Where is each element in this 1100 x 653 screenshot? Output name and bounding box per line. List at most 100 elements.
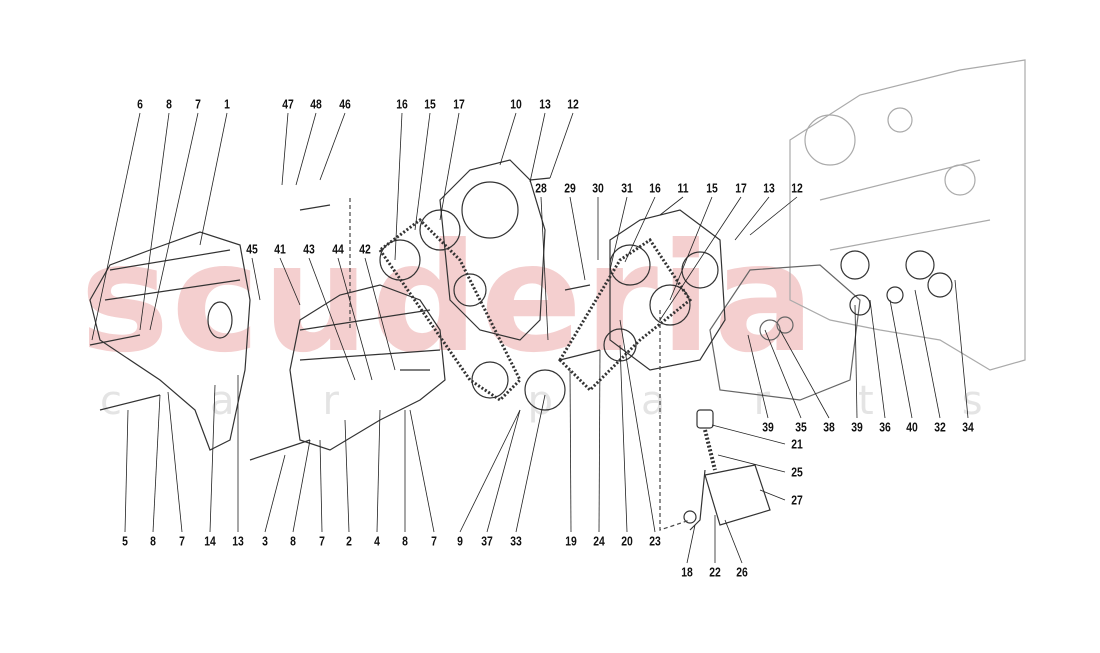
leader-line-32: [914, 289, 941, 419]
leader-line-35: [764, 329, 802, 419]
leader-line-13: [734, 196, 770, 241]
callout-43: 43: [303, 241, 315, 257]
callout-26: 26: [736, 564, 748, 580]
leader-line-8: [292, 439, 311, 533]
callout-7: 7: [431, 533, 437, 549]
leader-line-41: [279, 257, 301, 306]
leader-line-10: [499, 112, 517, 166]
leader-line-7: [319, 439, 323, 533]
callout-39: 39: [851, 419, 863, 435]
leader-line-21: [711, 424, 786, 445]
leader-lines: [91, 112, 969, 564]
callout-8: 8: [290, 533, 296, 549]
callout-8: 8: [402, 533, 408, 549]
leader-line-39: [747, 334, 769, 419]
callout-47: 47: [282, 96, 294, 112]
leader-line-24: [598, 349, 601, 533]
cover-10: [439, 159, 546, 341]
callout-8: 8: [150, 533, 156, 549]
leader-line-20: [619, 344, 628, 533]
leader-line-37: [486, 409, 521, 533]
leader-line-26: [724, 519, 743, 564]
callout-20: 20: [621, 533, 633, 549]
callout-48: 48: [310, 96, 322, 112]
callout-36: 36: [879, 419, 891, 435]
callout-33: 33: [510, 533, 522, 549]
leader-line-18: [686, 524, 696, 564]
leader-line-9: [459, 409, 521, 533]
leader-line-17: [659, 196, 742, 321]
leader-line-5: [124, 409, 129, 533]
leader-line-6: [91, 112, 141, 341]
watermark-brand: scuderia: [80, 212, 817, 386]
callout-17: 17: [453, 96, 465, 112]
callout-41: 41: [274, 241, 286, 257]
leader-line-15: [414, 112, 431, 231]
leader-line-33: [515, 394, 546, 533]
callout-16: 16: [649, 180, 661, 196]
callout-37: 37: [481, 533, 493, 549]
callout-39: 39: [762, 419, 774, 435]
callout-13: 13: [763, 180, 775, 196]
leader-line-7: [409, 409, 435, 533]
callout-34: 34: [962, 419, 974, 435]
leader-line-7: [149, 112, 199, 331]
callout-7: 7: [319, 533, 325, 549]
leader-line-14: [209, 384, 216, 533]
callout-5: 5: [122, 533, 128, 549]
callout-9: 9: [457, 533, 463, 549]
callout-17: 17: [735, 180, 747, 196]
leader-line-16: [394, 112, 403, 261]
callout-22: 22: [709, 564, 721, 580]
callout-14: 14: [204, 533, 216, 549]
leader-line-2: [344, 419, 350, 533]
leader-line-13: [529, 112, 546, 183]
callout-12: 12: [567, 96, 579, 112]
leader-line-12: [549, 112, 574, 179]
leader-line-47: [281, 112, 289, 186]
callout-24: 24: [593, 533, 605, 549]
timing-belt-right: [558, 237, 693, 393]
callout-38: 38: [823, 419, 835, 435]
callout-18: 18: [681, 564, 693, 580]
callout-21: 21: [791, 436, 803, 452]
leader-line-4: [376, 409, 381, 533]
callout-25: 25: [791, 464, 803, 480]
callout-16: 16: [396, 96, 408, 112]
callout-11: 11: [677, 180, 689, 196]
leader-line-34: [954, 279, 969, 419]
callout-27: 27: [791, 492, 803, 508]
callout-6: 6: [137, 96, 143, 112]
callout-13: 13: [539, 96, 551, 112]
callout-31: 31: [621, 180, 633, 196]
callout-2: 2: [346, 533, 352, 549]
cover-2: [289, 284, 446, 451]
callout-13: 13: [232, 533, 244, 549]
callout-19: 19: [565, 533, 577, 549]
callout-15: 15: [424, 96, 436, 112]
callout-35: 35: [795, 419, 807, 435]
leader-line-11: [659, 196, 684, 216]
callout-46: 46: [339, 96, 351, 112]
leader-line-44: [337, 257, 373, 381]
callout-28: 28: [535, 180, 547, 196]
callout-7: 7: [179, 533, 185, 549]
callout-42: 42: [359, 241, 371, 257]
leader-line-15: [669, 196, 713, 301]
engine-block: [789, 59, 1026, 371]
leader-line-40: [889, 299, 913, 419]
leader-line-3: [264, 454, 286, 533]
leader-line-36: [869, 299, 886, 419]
callout-29: 29: [564, 180, 576, 196]
leader-line-45: [251, 257, 261, 301]
callout-10: 10: [510, 96, 522, 112]
leader-line-28: [540, 196, 549, 341]
leader-line-43: [308, 257, 356, 381]
leader-line-1: [199, 112, 228, 246]
leader-line-19: [569, 369, 572, 533]
callout-23: 23: [649, 533, 661, 549]
leader-line-48: [295, 112, 317, 186]
leader-line-8: [139, 112, 170, 331]
